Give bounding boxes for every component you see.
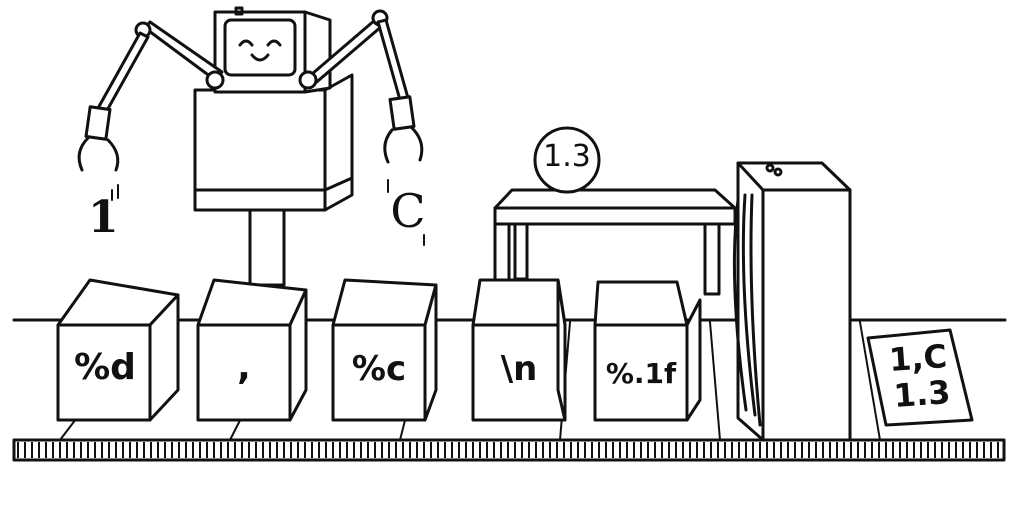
box-newline (471, 278, 567, 422)
box-comma-label: , (237, 347, 251, 388)
box-percent-d-label: %d (74, 347, 136, 388)
output-paper-line2: 1.3 (892, 373, 952, 415)
box-comma (196, 278, 308, 422)
output-paper-line1: 1,C (887, 337, 949, 379)
robot-pole (248, 203, 286, 287)
table-ball (533, 126, 601, 194)
robot-body (193, 73, 354, 212)
boxes-layer (56, 278, 702, 422)
right-claw-item: C (390, 184, 426, 238)
box-percent-c-label: %c (351, 349, 407, 389)
motion-lines (111, 179, 425, 246)
conveyor-belt-ticks (17, 442, 999, 458)
robot-head (213, 6, 332, 94)
table (493, 188, 737, 296)
robot-left-arm (77, 20, 225, 172)
box-newline-label: \n (500, 349, 538, 389)
left-claw-item: 1 (88, 192, 119, 243)
robot-right-arm (298, 9, 424, 164)
box-percent-c (331, 278, 438, 422)
box-percent-1f-label: %.1f (605, 357, 677, 390)
output-paper (866, 328, 974, 427)
printer-machine (732, 161, 852, 442)
box-percent-d (56, 278, 180, 422)
box-percent-1f (593, 280, 702, 422)
table-ball-label: 1.3 (543, 139, 591, 174)
